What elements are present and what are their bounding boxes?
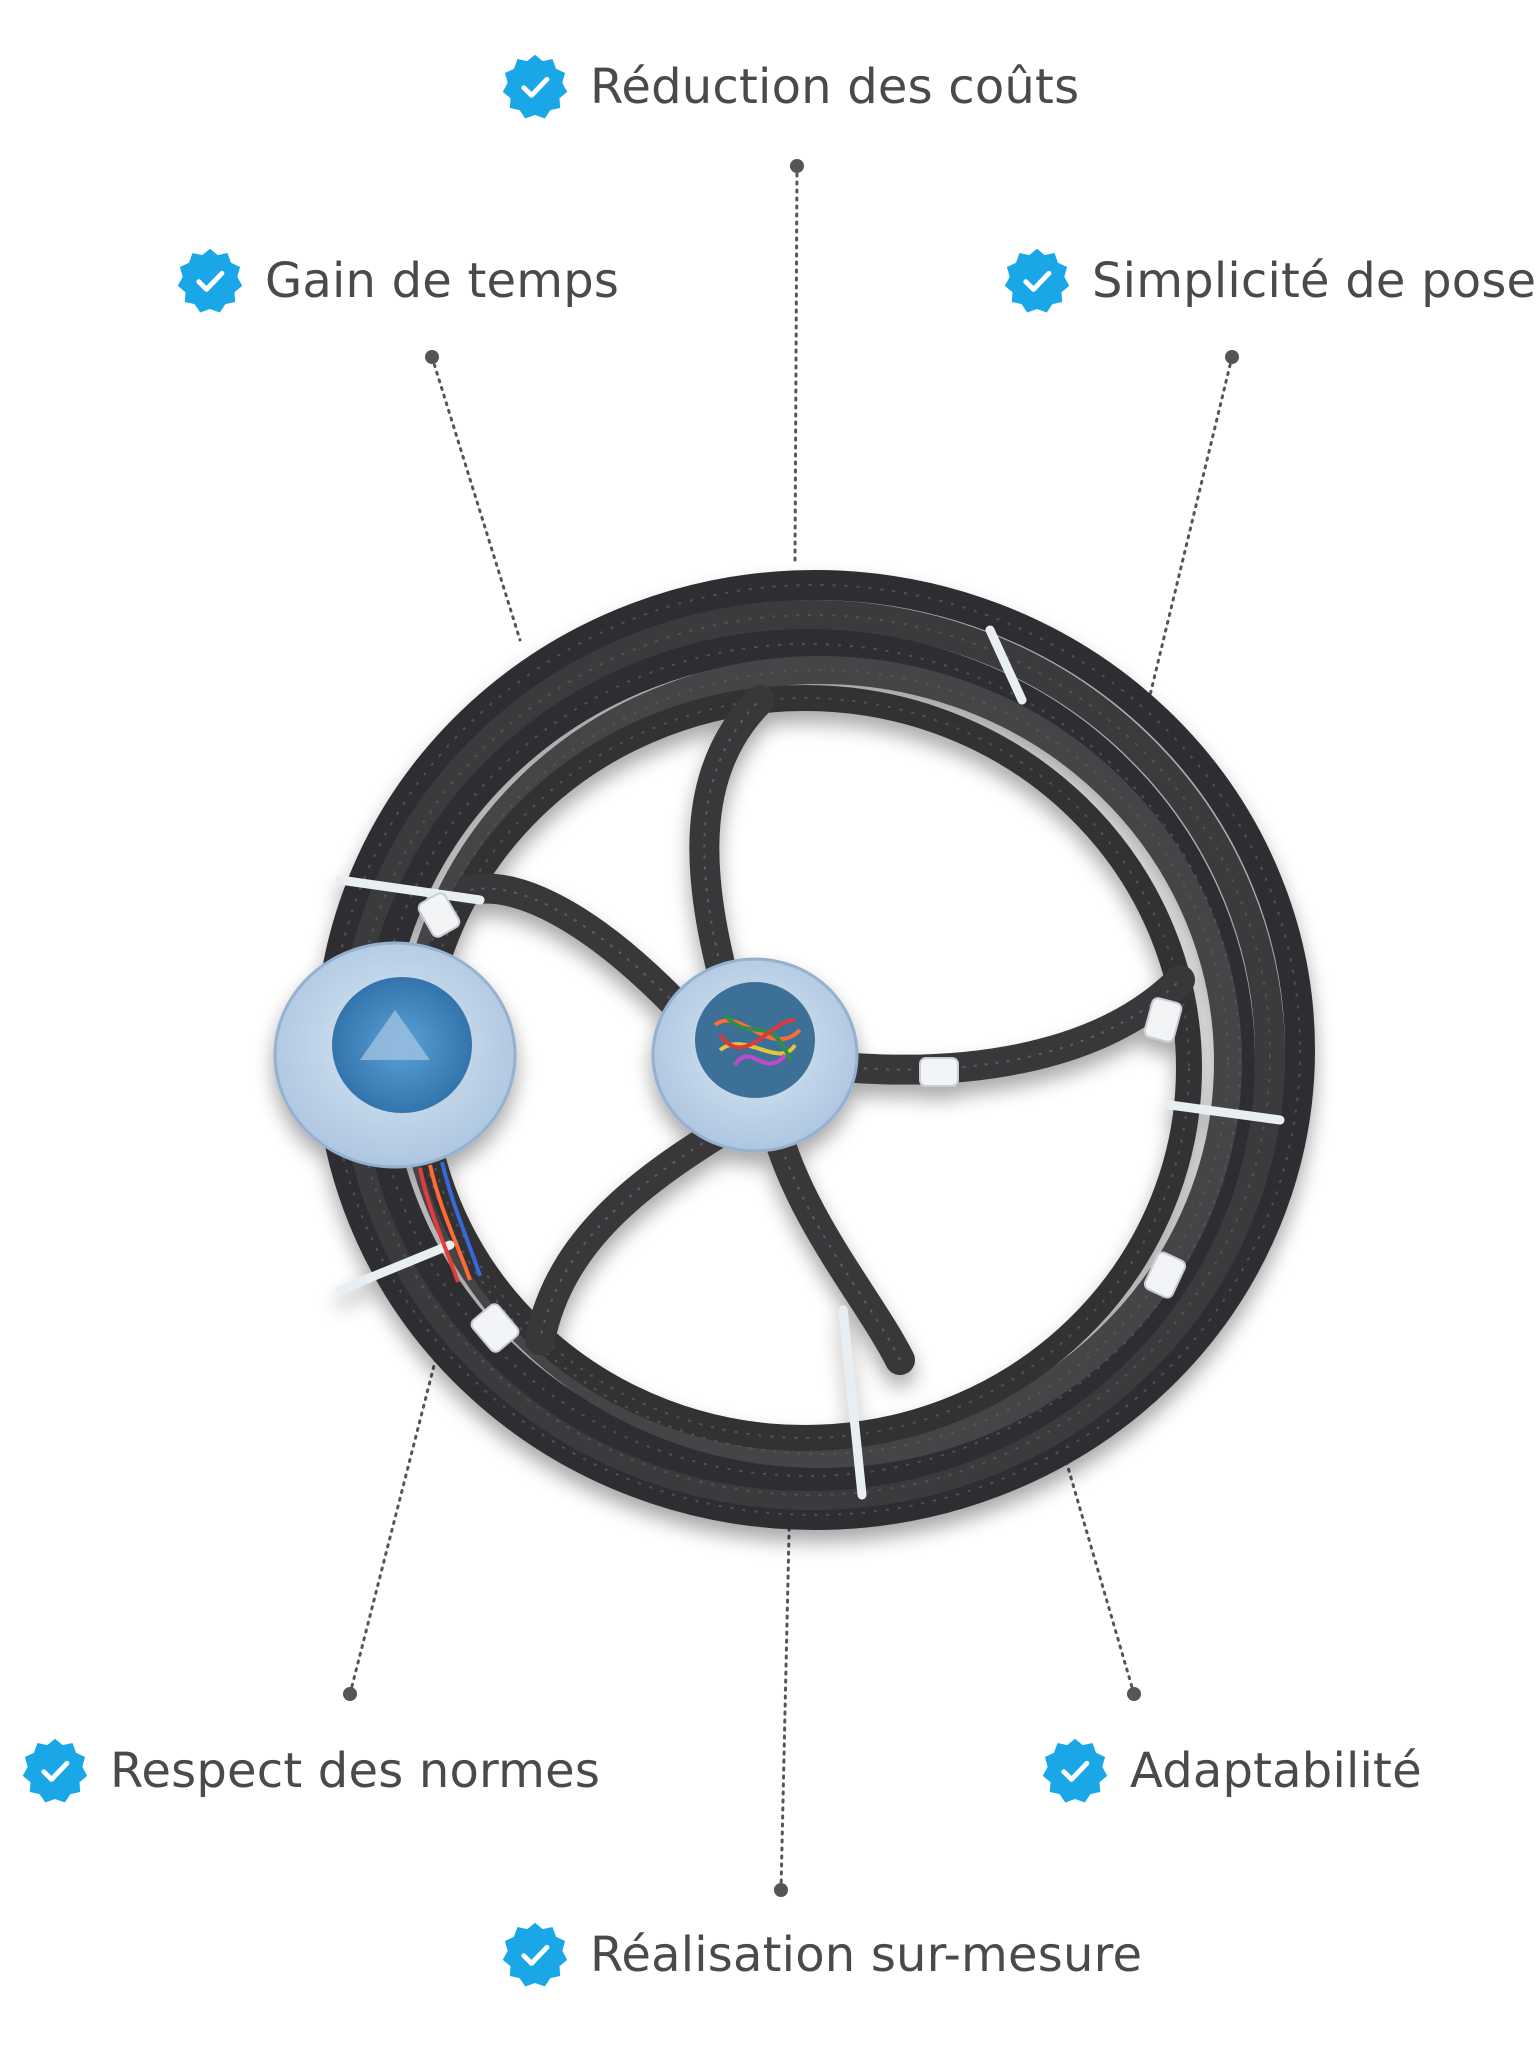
check-badge-icon: [500, 52, 570, 122]
feature-realisation-sur-mesure: Réalisation sur-mesure: [500, 1920, 1142, 1990]
check-badge-icon: [175, 246, 245, 316]
connector-dot: [774, 1883, 788, 1897]
feature-label: Réalisation sur-mesure: [590, 1927, 1143, 1983]
connector-dot: [343, 1687, 357, 1701]
connector-respect: [348, 1348, 440, 1696]
check-badge-icon: [500, 1920, 570, 1990]
check-badge-icon: [1040, 1736, 1110, 1806]
connector-gain: [430, 355, 522, 642]
connector-realisation: [779, 1488, 792, 1892]
connector-simplicite: [1142, 355, 1234, 722]
feature-respect-normes: Respect des normes: [20, 1736, 600, 1806]
feature-label: Respect des normes: [110, 1743, 601, 1799]
feature-simplicite-pose: Simplicité de pose: [1002, 246, 1536, 316]
feature-gain-temps: Gain de temps: [175, 246, 619, 316]
feature-label: Gain de temps: [265, 253, 620, 309]
connector-dot: [425, 350, 439, 364]
feature-reduction-couts: Réduction des coûts: [500, 52, 1079, 122]
feature-adaptabilite: Adaptabilité: [1040, 1736, 1422, 1806]
feature-label: Simplicité de pose: [1092, 253, 1536, 309]
connector-dot: [1127, 1687, 1141, 1701]
check-badge-icon: [20, 1736, 90, 1806]
connector-dot: [1225, 350, 1239, 364]
feature-label: Réduction des coûts: [590, 59, 1080, 115]
feature-label: Adaptabilité: [1130, 1743, 1422, 1799]
connector-adapt: [1058, 1438, 1136, 1696]
connector-dot: [790, 159, 804, 173]
connector-reduction: [793, 164, 799, 562]
check-badge-icon: [1002, 246, 1072, 316]
